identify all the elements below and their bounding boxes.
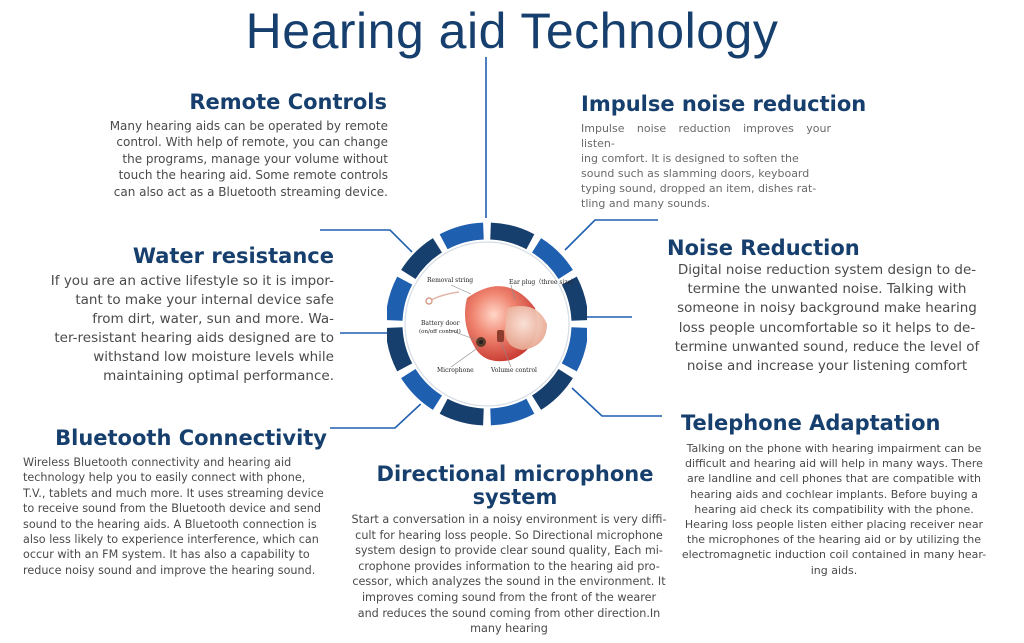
bluetooth-text: Wireless Bluetooth connectivity and hear… <box>23 455 328 578</box>
ring-segment <box>439 398 485 426</box>
text-line: system <box>472 485 558 509</box>
text-line: termine the unwanted noise. Talking with <box>687 281 967 298</box>
text-line: noise and increase your listening comfor… <box>686 358 968 375</box>
hearing-aid-icon <box>425 286 547 362</box>
label-microphone: Microphone <box>437 367 474 374</box>
text-line: tling and many sounds. <box>581 197 711 210</box>
text-line: typing sound, dropped an item, dishes ra… <box>581 182 817 195</box>
text-line: loss people uncomfortable so it helps to… <box>678 319 976 336</box>
text-line: crophone provides information to the hea… <box>358 559 660 573</box>
text-line: control. With help of remote, you can ch… <box>116 135 388 150</box>
ring-segment <box>401 238 443 280</box>
ring-segment <box>401 368 443 410</box>
text-line: Hearing loss people listen either placin… <box>684 518 984 532</box>
ring-segment <box>531 368 573 410</box>
hearing-aid-ring: Removal string Ear plug（three size） Batt… <box>387 220 587 428</box>
text-line: Wireless Bluetooth connectivity and hear… <box>23 456 292 469</box>
text-line: Many hearing aids can be operated by rem… <box>109 119 388 133</box>
text-line: Directional microphone <box>376 462 654 486</box>
heading-telephone-adaptation: Telephone Adaptation <box>681 411 941 435</box>
telephone-adaptation-text: Talking on the phone with hearing impair… <box>680 441 988 578</box>
text-line: touch the hearing aid. Some remote contr… <box>118 168 388 183</box>
text-line: ter-resistant hearing aids designed are … <box>54 330 334 346</box>
text-line: cult for hearing loss people. So Directi… <box>355 528 663 542</box>
heading-remote-controls: Remote Controls <box>189 90 387 114</box>
noise-reduction-text: Digital noise reduction system design to… <box>666 261 988 376</box>
heading-water-resistance: Water resistance <box>132 244 334 268</box>
text-line: also less likely to experience interfere… <box>23 533 319 547</box>
text-line: difficult and hearing aid will help in m… <box>685 457 983 471</box>
ring-segment <box>561 326 587 372</box>
ring-segment <box>439 222 485 250</box>
ring-segment <box>489 222 535 250</box>
label-battery-door: Battery door <box>421 320 460 327</box>
text-line: sound to the hearing aids. A Bluetooth c… <box>23 517 317 531</box>
text-line: ing aids. <box>810 563 858 577</box>
text-line: If you are an active lifestyle so it is … <box>50 273 334 289</box>
text-line: Impulse noise reduction improves your li… <box>581 122 831 150</box>
text-line: technology help you to easily connect wi… <box>23 471 306 485</box>
text-line: and reduces the sound coming from other … <box>357 606 661 620</box>
text-line: the microphones of the hearing aid or by… <box>687 533 981 547</box>
text-line: Digital noise reduction system design to… <box>677 262 977 278</box>
ring-segment <box>531 238 573 280</box>
page-title: Hearing aid Technology <box>245 3 779 59</box>
text-line: hearing aid check its compatibility with… <box>694 502 974 516</box>
label-ear-plug: Ear plug（three size） <box>509 279 577 286</box>
text-line: termine unwanted sound, reduce the level… <box>674 338 980 355</box>
ring-segment <box>489 398 535 426</box>
text-line: T.V., tablets and much more. It uses str… <box>23 486 324 500</box>
ring-segment <box>387 276 413 322</box>
connector-impulse <box>564 219 658 251</box>
text-line: someone in noisy background make hearing <box>677 300 977 317</box>
text-line: can also act as a Bluetooth streaming de… <box>113 184 388 199</box>
heading-noise-reduction: Noise Reduction <box>667 236 860 260</box>
directional-microphone-text: Start a conversation in a noisy environm… <box>346 512 672 637</box>
connector-telephone <box>571 387 662 417</box>
text-line: occur with an FM system. It has also a c… <box>23 548 310 562</box>
text-line: electromagnetic induction coil contained… <box>681 548 987 562</box>
text-line: improves coming sound from the front of … <box>361 590 657 604</box>
text-line: many hearing <box>470 622 548 636</box>
ring-segment <box>561 276 587 322</box>
text-line: cessor, which analyzes the sound in the … <box>352 575 666 589</box>
text-line: withstand low moisture levels while <box>93 349 334 365</box>
label-battery-door-sub: (on/off control) <box>419 328 461 335</box>
text-line: maintaining optimal performance. <box>103 368 334 384</box>
text-line: ing comfort. It is designed to soften th… <box>581 152 799 165</box>
water-resistance-text: If you are an active lifestyle so it is … <box>40 272 334 386</box>
text-line: sound such as slamming doors, keyboard <box>581 167 810 180</box>
label-volume-control: Volume control <box>490 367 537 374</box>
text-line: Start a conversation in a noisy environm… <box>351 513 667 526</box>
text-line: to receive sound from the Bluetooth devi… <box>23 502 321 516</box>
text-line: tant to make your internal device safe <box>75 292 334 308</box>
text-line: reduce noisy sound and improve the heari… <box>23 563 316 577</box>
heading-impulse-noise: Impulse noise reduction <box>581 92 867 116</box>
label-removal-string: Removal string <box>427 277 473 284</box>
text-line: hearing aids and cochlear implants. Befo… <box>690 487 978 501</box>
text-line: Talking on the phone with hearing impair… <box>686 442 982 455</box>
text-line: from dirt, water, sun and more. Wa- <box>92 311 334 327</box>
text-line: the programs, manage your volume without <box>122 151 388 166</box>
remote-controls-text: Many hearing aids can be operated by rem… <box>88 118 388 200</box>
heading-bluetooth: Bluetooth Connectivity <box>55 426 327 450</box>
ring-segment <box>387 326 413 372</box>
text-line: system design to provide clear sound qua… <box>355 544 663 558</box>
text-line: are landline and cell phones that are co… <box>687 472 981 486</box>
connector-remote <box>320 229 419 259</box>
connector-bluetooth <box>330 399 426 429</box>
impulse-noise-text: Impulse noise reduction improves your li… <box>581 121 831 211</box>
